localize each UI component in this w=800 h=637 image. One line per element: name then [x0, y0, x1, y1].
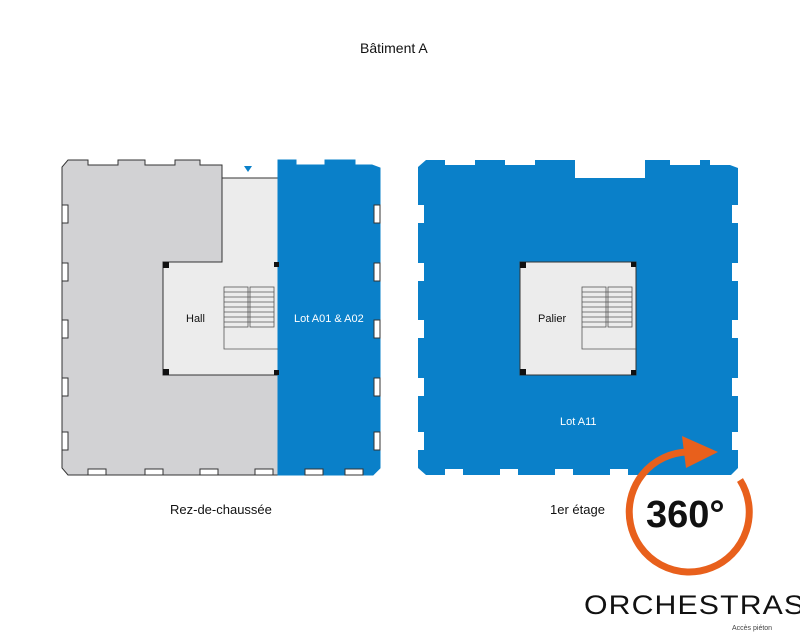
page-title: Bâtiment A [360, 40, 428, 56]
360-view-icon[interactable] [625, 436, 753, 576]
stairs-icon [581, 286, 636, 350]
first-floor-plan [418, 160, 738, 475]
floor-label-first: 1er étage [550, 502, 605, 517]
ground-floor-plan [61, 159, 381, 476]
360-label: 360° [646, 494, 725, 536]
entrance-arrow-icon [244, 166, 252, 172]
room-label-hall: Hall [186, 313, 205, 325]
room-label-lot-a01-a02: Lot A01 & A02 [294, 313, 364, 325]
room-label-lot-a11: Lot A11 [560, 416, 597, 428]
floor-label-ground: Rez-de-chaussée [170, 502, 272, 517]
room-label-palier: Palier [538, 313, 567, 325]
logo-caption: Accès piéton [732, 625, 773, 632]
stairs-icon [223, 286, 278, 350]
unavailable-area [61, 159, 279, 476]
lot-a01-a02-area[interactable] [277, 159, 381, 476]
logo: ORCHESTRAS [584, 590, 800, 620]
palier-area[interactable] [519, 261, 637, 376]
